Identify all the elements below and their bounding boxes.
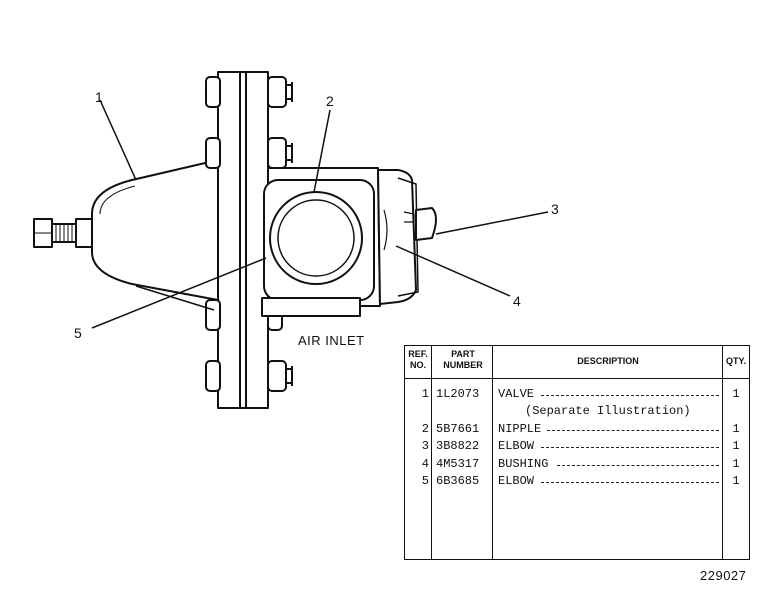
ref-cell: 2 — [421, 422, 429, 436]
table-row: 1 1L2073 VALVE 1 — [405, 386, 749, 403]
callout-3: 3 — [551, 201, 559, 217]
ref-cell: 5 — [421, 474, 429, 488]
header-qty: QTY. — [725, 356, 746, 366]
callout-1: 1 — [95, 89, 103, 105]
description-cell: (Separate Illustration) — [525, 404, 691, 418]
leader-5 — [91, 257, 267, 329]
flange-left — [217, 71, 241, 409]
leader-4 — [395, 245, 511, 297]
ref-cell: 1 — [421, 387, 429, 401]
description-cell: ELBOW — [498, 474, 535, 488]
description-cell: VALVE — [498, 387, 535, 401]
leader-2 — [313, 109, 331, 193]
parts-table: REF. NO. PART NUMBER DESCRIPTION QTY. 1 … — [404, 345, 750, 560]
description-cell: NIPPLE — [498, 422, 542, 436]
part-number-cell: 5B7661 — [436, 422, 480, 436]
elbow-outlet — [415, 207, 437, 241]
qty-cell: 1 — [732, 422, 740, 436]
callout-5: 5 — [74, 325, 82, 341]
callout-2: 2 — [326, 93, 334, 109]
description-cell: ELBOW — [498, 439, 535, 453]
header-part-number: PART NUMBER — [443, 349, 483, 370]
description-cell: BUSHING — [498, 457, 549, 471]
adjusting-nut — [33, 218, 93, 248]
header-ref: REF. NO. — [408, 349, 428, 370]
table-row: 5 6B3685 ELBOW 1 — [405, 473, 749, 490]
table-row: (Separate Illustration) — [405, 403, 749, 420]
figure-number: 229027 — [700, 568, 747, 583]
air-inlet-label: AIR INLET — [298, 333, 365, 348]
table-row: 3 3B8822 ELBOW 1 — [405, 438, 749, 455]
part-number-cell: 1L2073 — [436, 387, 480, 401]
table-row: 2 5B7661 NIPPLE 1 — [405, 421, 749, 438]
callout-4: 4 — [513, 293, 521, 309]
qty-cell: 1 — [732, 474, 740, 488]
ref-cell: 4 — [421, 457, 429, 471]
flange-bolts — [205, 76, 293, 392]
qty-cell: 1 — [732, 387, 740, 401]
ref-cell: 3 — [421, 439, 429, 453]
qty-cell: 1 — [732, 439, 740, 453]
part-number-cell: 3B8822 — [436, 439, 480, 453]
spring-housing — [91, 159, 219, 301]
qty-cell: 1 — [732, 457, 740, 471]
table-row: 4 4M5317 BUSHING 1 — [405, 456, 749, 473]
part-number-cell: 4M5317 — [436, 457, 480, 471]
leader-3 — [435, 211, 549, 235]
header-description: DESCRIPTION — [577, 356, 639, 366]
bushing — [377, 169, 417, 305]
part-number-cell: 6B3685 — [436, 474, 480, 488]
leader-1 — [99, 99, 137, 181]
